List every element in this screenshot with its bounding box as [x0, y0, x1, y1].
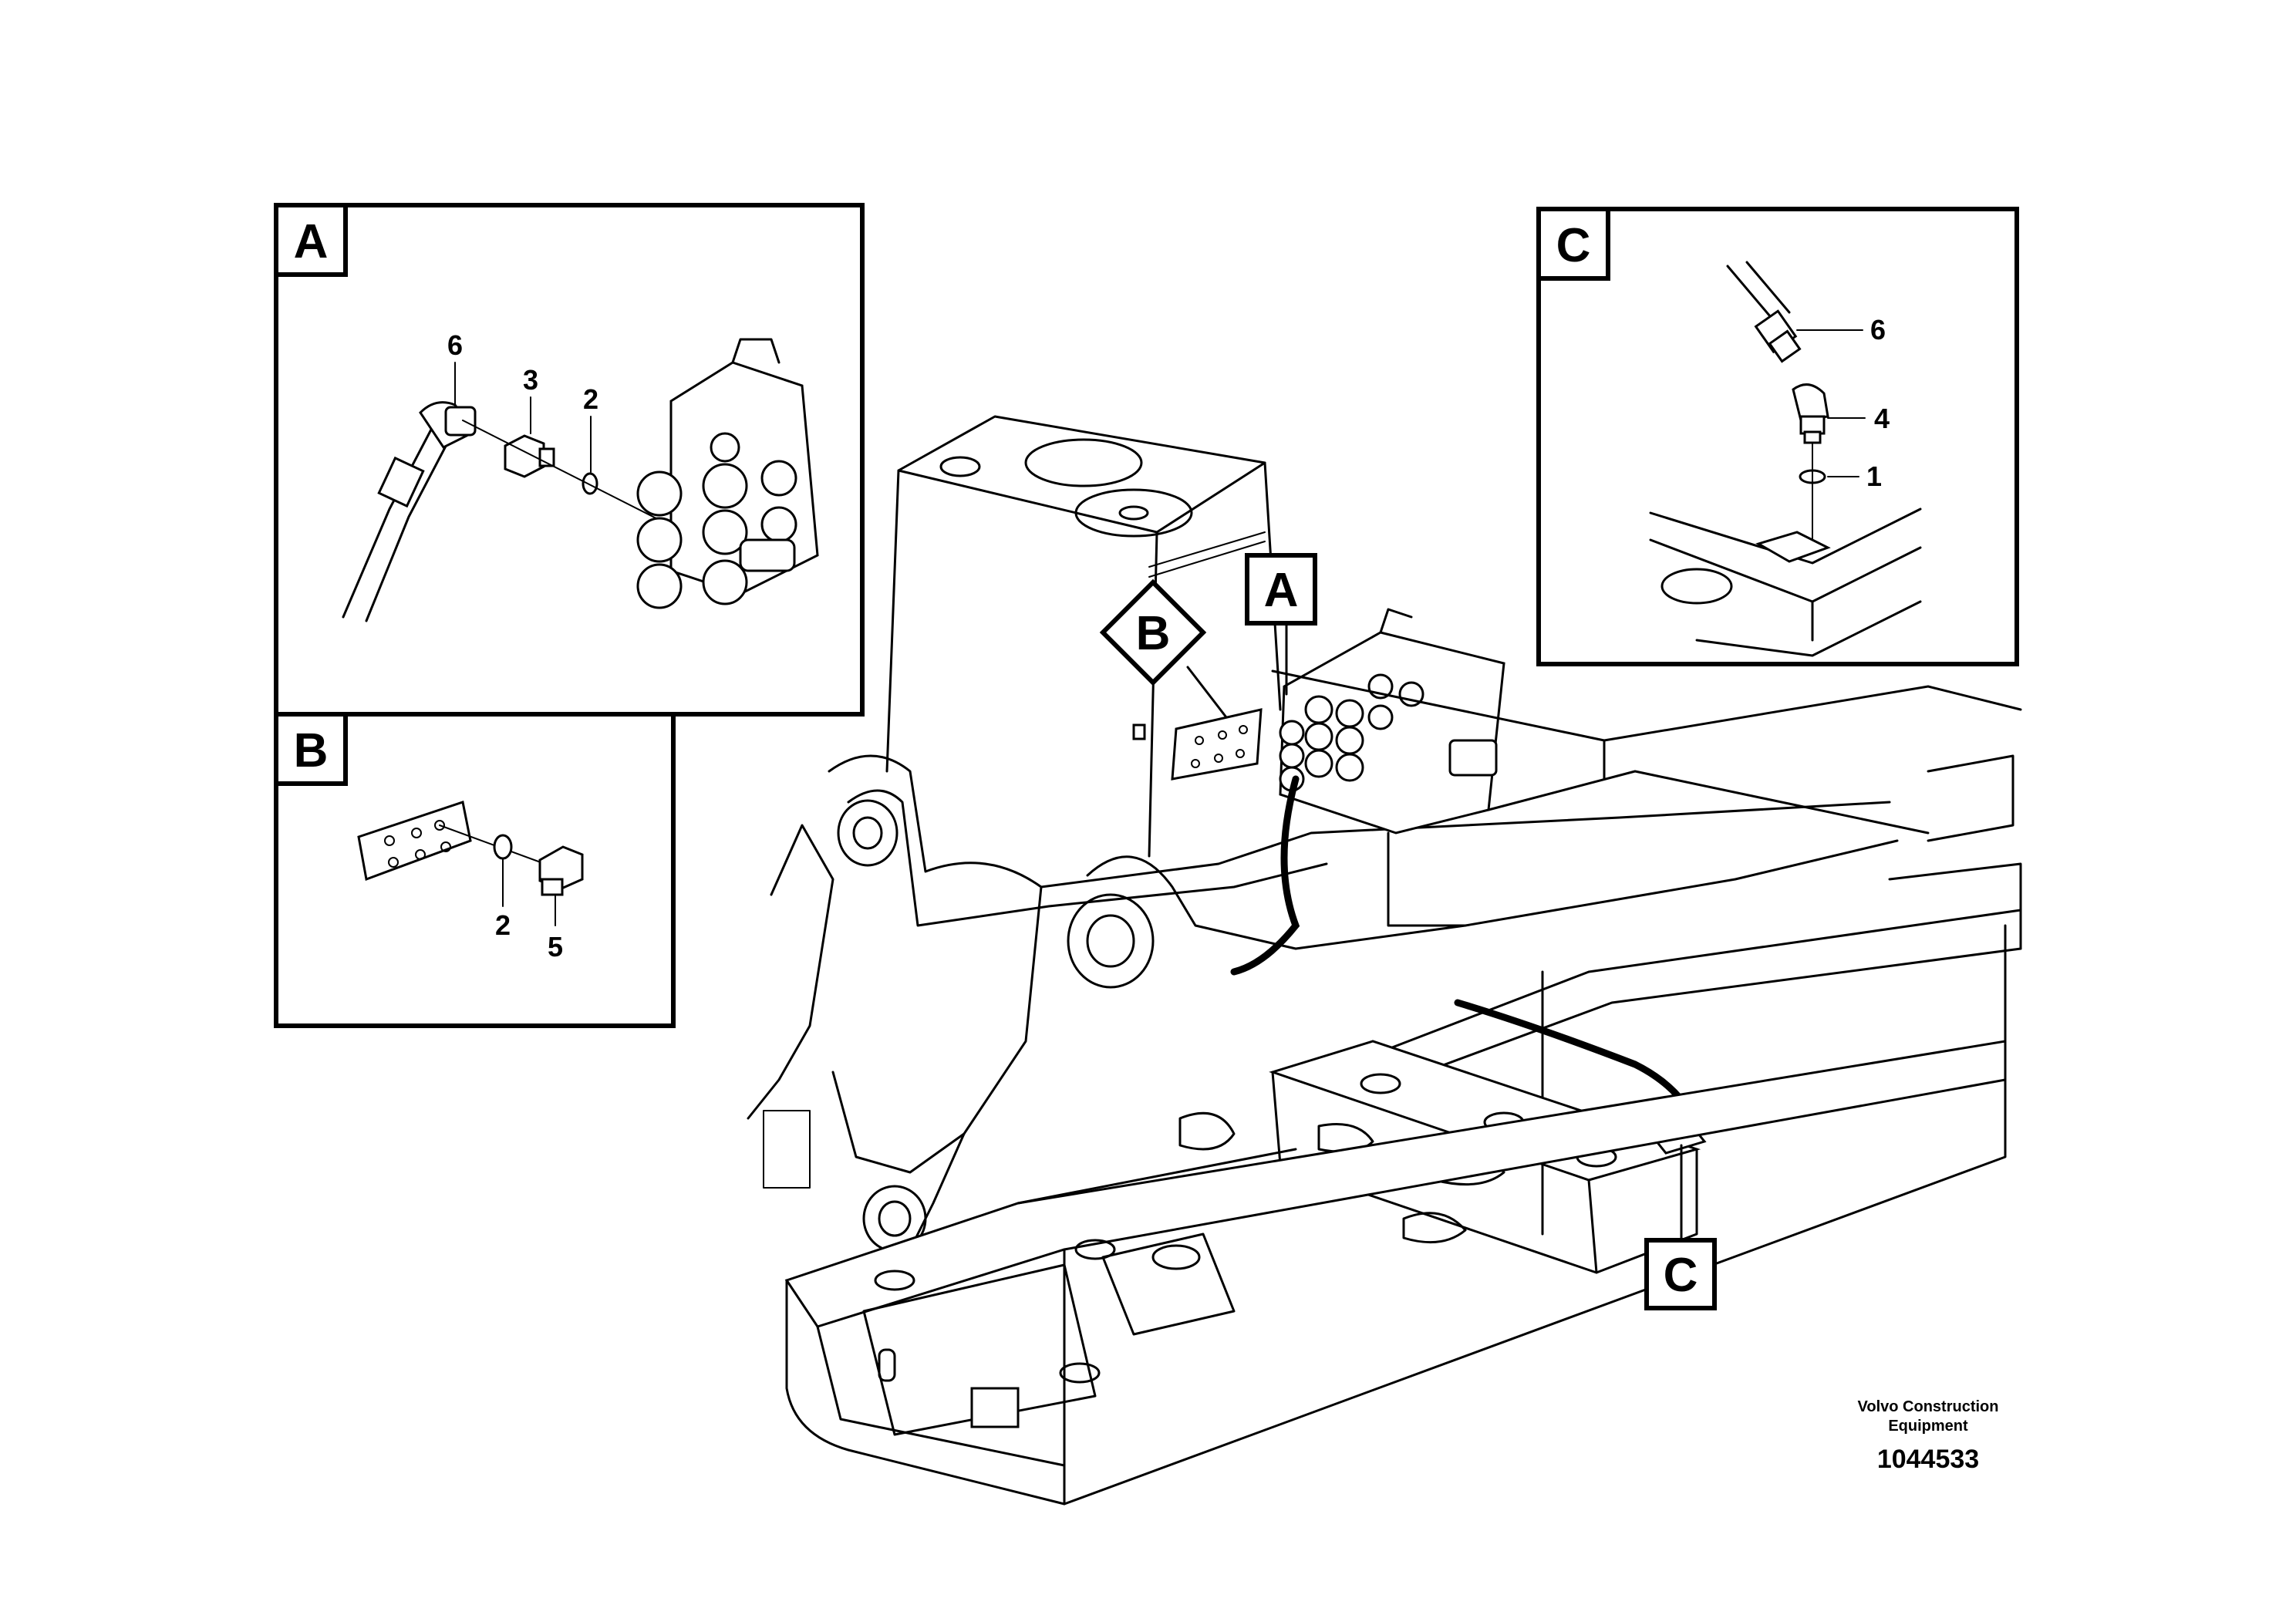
callout-c-6: 6 — [1870, 314, 1886, 346]
detail-view-c: C 6 4 1 — [1536, 207, 2019, 666]
control-valve — [1230, 608, 1505, 976]
frame-fragment-c — [1649, 508, 1922, 657]
callout-c-4: 4 — [1874, 403, 1890, 434]
callout-a-6: 6 — [447, 329, 463, 361]
callout-a-3: 3 — [523, 364, 538, 396]
port-plate-b — [357, 801, 472, 882]
main-assembly — [747, 415, 2022, 1506]
callout-b-5: 5 — [548, 931, 563, 963]
hydraulic-tank — [885, 415, 1282, 858]
title-block: Volvo Construction Equipment 1044533 — [1858, 1398, 1999, 1474]
callout-a-2: 2 — [583, 383, 598, 415]
location-tag-c-label: C — [1664, 1249, 1698, 1302]
detail-a-label: A — [294, 215, 329, 268]
side-rail — [784, 1040, 2007, 1506]
detail-view-a: A 6 — [274, 203, 865, 717]
detail-c-label: C — [1556, 219, 1591, 272]
valve-detail-a — [636, 338, 819, 609]
location-tag-a: A — [1245, 553, 1317, 696]
callout-c-1: 1 — [1866, 460, 1882, 492]
location-tag-b: B — [1099, 578, 1228, 719]
plug-5 — [538, 845, 584, 896]
detail-view-b: B 2 5 — [274, 712, 676, 1028]
detail-b-label: B — [294, 724, 329, 777]
o-ring-2-b — [493, 834, 513, 860]
brand-line-1: Volvo Construction — [1858, 1398, 1999, 1415]
callout-b-2: 2 — [495, 909, 511, 941]
document-number: 1044533 — [1877, 1445, 1979, 1474]
location-tag-b-label: B — [1136, 607, 1171, 660]
hose-c — [1726, 265, 1772, 318]
boom-bracket — [747, 754, 1899, 1253]
location-tag-a-label: A — [1264, 564, 1299, 617]
brand-line-2: Equipment — [1888, 1418, 1968, 1435]
port-plate — [1171, 708, 1263, 781]
location-tag-c: C — [1644, 1238, 1717, 1310]
o-ring-2 — [582, 472, 598, 495]
